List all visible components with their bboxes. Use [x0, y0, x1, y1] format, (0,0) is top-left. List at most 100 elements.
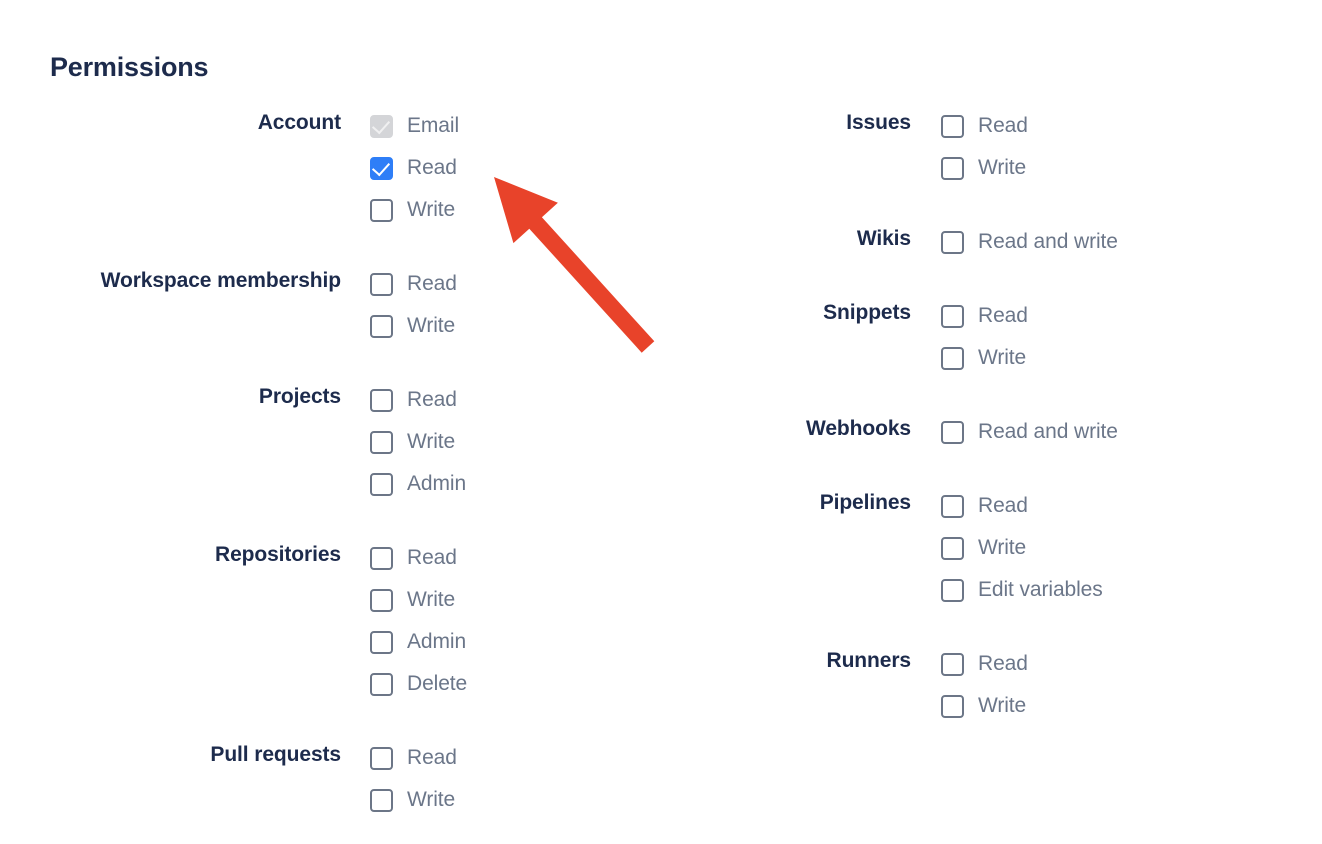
permission-group-label: Snippets [823, 301, 911, 324]
checkbox-read-and-write[interactable] [941, 230, 964, 254]
permission-option-row[interactable]: Read [370, 263, 660, 305]
checkbox-label: Write [407, 788, 456, 811]
checkbox-read[interactable] [941, 494, 964, 518]
permission-option-row[interactable]: Read [370, 147, 660, 189]
checkbox-delete[interactable] [370, 672, 393, 696]
permission-option-row[interactable]: Write [941, 685, 1260, 727]
permission-option-row[interactable]: Write [370, 421, 660, 463]
permission-option-row[interactable]: Write [370, 579, 660, 621]
checkbox-write[interactable] [941, 346, 964, 370]
permission-group-label: Pipelines [819, 491, 911, 514]
checkbox-label: Read [407, 388, 457, 411]
permission-group-label: Webhooks [806, 417, 911, 440]
permission-option-row[interactable]: Read [370, 379, 660, 421]
checkbox-label: Write [978, 346, 1027, 369]
checkbox-write[interactable] [370, 198, 393, 222]
checkbox-label: Read [978, 494, 1028, 517]
checkbox-write[interactable] [941, 536, 964, 560]
checkbox-write[interactable] [370, 314, 393, 338]
permission-option-row[interactable]: Admin [370, 621, 660, 663]
checkbox-read[interactable] [370, 388, 393, 412]
checkbox-read[interactable] [370, 156, 393, 180]
checkbox-read[interactable] [941, 114, 964, 138]
checkbox-edit-variables[interactable] [941, 578, 964, 602]
permission-option-row[interactable]: Write [941, 527, 1260, 569]
check-icon [371, 157, 391, 176]
permission-group-label: Wikis [856, 227, 911, 250]
permission-option-row[interactable]: Write [941, 337, 1260, 379]
checkbox-label: Read [978, 652, 1028, 675]
permission-group-label: Runners [826, 649, 912, 672]
checkbox-read[interactable] [370, 746, 393, 770]
checkbox-read[interactable] [370, 546, 393, 570]
permission-option-list: Read and write [911, 221, 1260, 263]
permission-option-row[interactable]: Admin [370, 463, 660, 505]
checkbox-label: Read and write [978, 230, 1118, 253]
checkbox-label: Read [978, 114, 1028, 137]
permission-option-row[interactable]: Read and write [941, 221, 1260, 263]
checkbox-label: Admin [407, 472, 467, 495]
checkbox-label: Read and write [978, 420, 1118, 443]
page-title: Permissions [50, 52, 209, 82]
checkbox-label: Write [407, 430, 456, 453]
permission-group-label: Workspace membership [100, 269, 341, 292]
checkbox-read[interactable] [370, 272, 393, 296]
permission-option-row[interactable]: Read [941, 105, 1260, 147]
checkbox-write[interactable] [370, 430, 393, 454]
permission-group-label: Issues [846, 111, 911, 134]
checkbox-label: Read [407, 156, 457, 179]
permission-option-row[interactable]: Write [370, 305, 660, 347]
checkbox-write[interactable] [370, 788, 393, 812]
permission-group-label: Repositories [215, 543, 341, 566]
checkbox-label: Write [407, 314, 456, 337]
permission-option-row[interactable]: Read [941, 295, 1260, 337]
permission-option-row[interactable]: Write [941, 147, 1260, 189]
permission-option-row[interactable]: Delete [370, 663, 660, 705]
checkbox-admin[interactable] [370, 630, 393, 654]
checkbox-read-and-write[interactable] [941, 420, 964, 444]
permission-option-row[interactable]: Read and write [941, 411, 1260, 453]
permission-option-row[interactable]: Email [370, 105, 660, 147]
permission-option-row[interactable]: Read [370, 537, 660, 579]
checkbox-label: Read [978, 304, 1028, 327]
checkbox-label: Read [407, 272, 457, 295]
checkbox-read[interactable] [941, 304, 964, 328]
permission-option-row[interactable]: Write [370, 779, 660, 821]
checkbox-write[interactable] [941, 694, 964, 718]
checkbox-write[interactable] [941, 156, 964, 180]
permission-option-row[interactable]: Read [941, 643, 1260, 685]
checkbox-label: Email [407, 114, 460, 137]
checkbox-write[interactable] [370, 588, 393, 612]
permission-option-row[interactable]: Read [370, 737, 660, 779]
permission-group-label: Account [257, 111, 341, 134]
permission-option-row[interactable]: Write [370, 189, 660, 231]
checkbox-label: Write [978, 156, 1027, 179]
checkbox-admin[interactable] [370, 472, 393, 496]
checkbox-label: Read [407, 746, 457, 769]
permission-option-row[interactable]: Read [941, 485, 1260, 527]
permission-group: Webhooks Read and write [600, 411, 1260, 453]
checkbox-label: Write [978, 694, 1027, 717]
checkbox-label: Delete [407, 672, 468, 695]
checkbox-read[interactable] [941, 652, 964, 676]
permission-group: Wikis Read and write [600, 221, 1260, 263]
permission-option-row[interactable]: Edit variables [941, 569, 1260, 611]
